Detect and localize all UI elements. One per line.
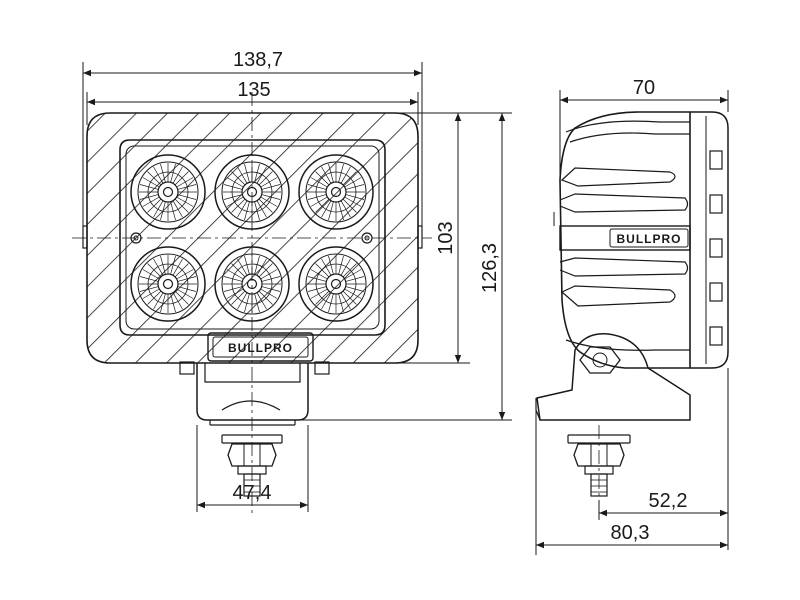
brand-plate	[207, 332, 314, 362]
side-housing	[559, 111, 691, 369]
side-view: BULLPRO	[535, 111, 729, 520]
dim-depth: 70	[633, 77, 655, 99]
brand-plate-side	[559, 225, 691, 251]
brand-label-front: BULLPRO	[228, 341, 293, 355]
dim-total-height: 126,3	[479, 243, 501, 293]
mount-bracket	[196, 363, 309, 421]
lens-clip	[709, 326, 723, 346]
brand-label-side: BULLPRO	[617, 232, 682, 246]
hex-nut	[227, 443, 277, 467]
lens-clip	[709, 238, 723, 258]
front-dimensions: 138,7 135 103 126,3 47,4	[82, 49, 512, 512]
dim-base-depth: 80,3	[611, 522, 650, 544]
led-module	[298, 246, 374, 322]
lens-clip	[709, 150, 723, 170]
lens-clips	[709, 150, 723, 346]
led-module	[130, 154, 206, 230]
frame-hatching	[87, 113, 418, 363]
lens-window	[119, 139, 386, 336]
side-dimensions: 70 52,2 80,3	[535, 77, 729, 555]
dim-overall-width: 138,7	[233, 49, 283, 71]
pivot-nut	[579, 346, 621, 374]
front-view: BULLPRO	[72, 92, 432, 515]
dim-housing-width: 135	[237, 79, 270, 101]
side-bracket	[536, 333, 691, 421]
lens-clip	[709, 194, 723, 214]
cooling-fin	[565, 120, 690, 133]
dim-bracket-width: 47,4	[233, 482, 272, 504]
led-module	[130, 246, 206, 322]
led-module	[298, 154, 374, 230]
dim-base-offset: 52,2	[649, 490, 688, 512]
dim-housing-height: 103	[435, 221, 457, 254]
lens-clip	[709, 282, 723, 302]
led-array	[130, 154, 374, 322]
